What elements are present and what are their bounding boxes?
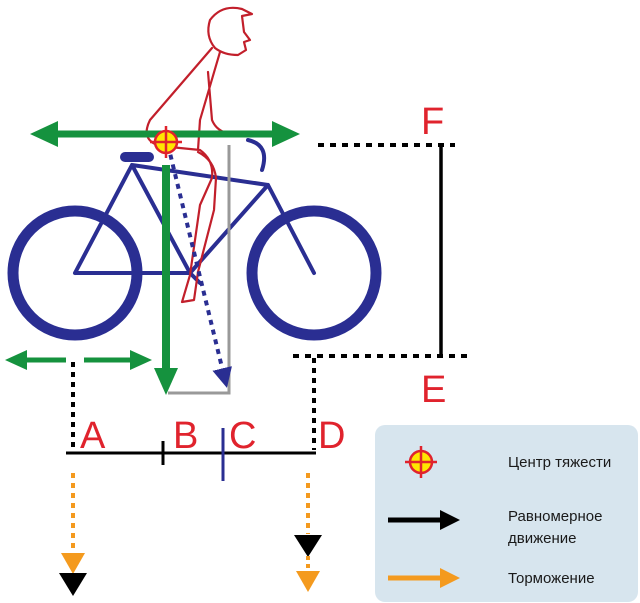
legend-uniform-label-1: Равномерное [508, 508, 602, 525]
inertia-arrow-right [272, 121, 300, 147]
handlebar [246, 138, 267, 172]
legend-box [375, 425, 638, 602]
center-of-gravity-icon [150, 126, 182, 158]
label-b: B [173, 415, 198, 457]
uniform-arrowhead-d [294, 535, 322, 557]
legend-braking-arrow-icon [388, 568, 460, 588]
legend-braking-label: Торможение [508, 570, 595, 587]
legend-uniform-label-2: движение [508, 530, 576, 547]
label-f: F [421, 101, 444, 143]
label-c: C [229, 415, 256, 457]
legend-cog-label: Центр тяжести [508, 454, 611, 471]
rider-head [207, 6, 254, 57]
rear-stopping-arrows [59, 473, 87, 596]
resultant-force-arrow [166, 144, 232, 388]
vertical-reference-line [168, 145, 231, 395]
label-a: A [80, 415, 106, 457]
legend-cog-icon [405, 446, 437, 478]
force-arrows [5, 121, 300, 395]
braking-arrowhead-a [61, 553, 85, 574]
saddle [120, 152, 154, 162]
label-d: D [318, 415, 345, 457]
uniform-arrowhead-a [59, 573, 87, 596]
baseline [66, 441, 316, 465]
front-stopping-arrows [294, 473, 322, 592]
label-e: E [421, 369, 446, 411]
legend-uniform-arrow-icon [388, 510, 460, 530]
height-markers [293, 143, 470, 358]
front-wheel [246, 205, 382, 341]
braking-arrowhead-d [296, 571, 320, 592]
bike-frame [73, 163, 316, 285]
legend: Центр тяжести Равномерное движение Тормо… [375, 425, 638, 602]
inertia-arrow-left [30, 121, 58, 147]
bicycle [7, 138, 382, 341]
